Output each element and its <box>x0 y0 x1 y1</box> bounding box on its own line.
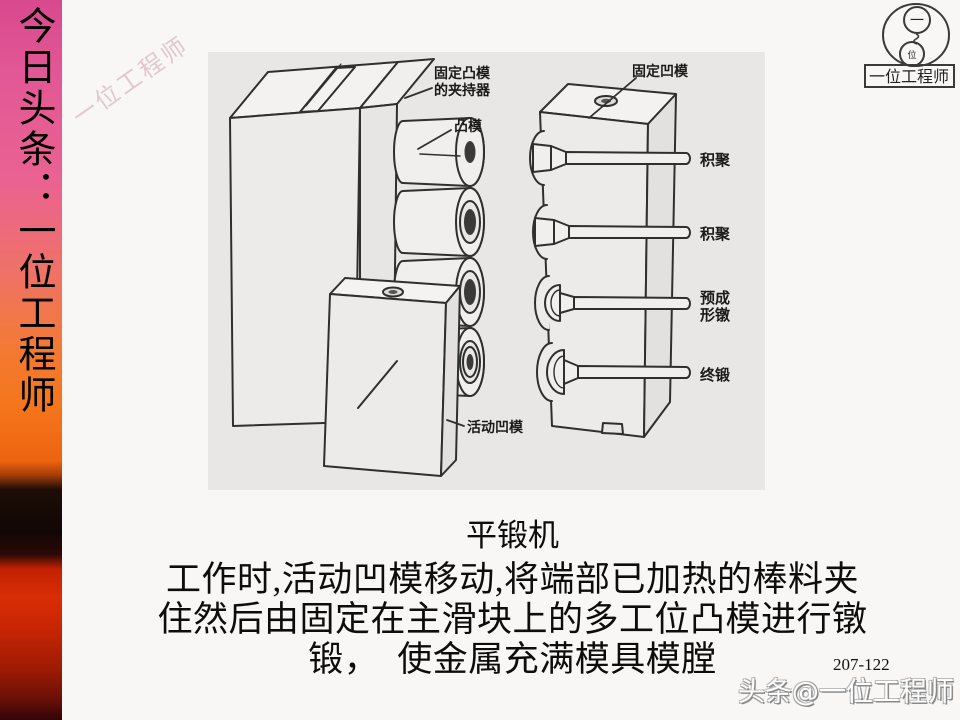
engineer-logo: 一 位 一位工程师 <box>856 2 958 90</box>
logo-top-circle-icon <box>903 6 931 34</box>
bottom-watermark: 头条@一位工程师 <box>738 677 954 708</box>
fixed-die-block <box>539 83 677 438</box>
caption-block: 平锻机 工作时,活动凹模移动,将端部已加热的棒料夹 住然后由固定在主滑块上的多工… <box>65 518 960 680</box>
caption-title: 平锻机 <box>466 518 559 553</box>
label-stage1: 积聚 <box>700 151 731 169</box>
logo-box <box>864 64 955 88</box>
sunset-sidebar: 今日头条：一位工程师 <box>0 0 62 720</box>
logo-top-char: 一 <box>910 13 924 29</box>
label-fixed-die: 固定凹模 <box>632 63 689 80</box>
movable-die-block <box>323 277 461 477</box>
forging-machine-diagram: 固定凸模 的夹持器 凸模 活动凹模 固定凹模 积聚 积聚 预成 形镦 终锻 <box>208 52 765 490</box>
logo-box-label: 一位工程师 <box>869 67 949 86</box>
label-stage2: 积聚 <box>700 225 731 243</box>
caption-line-3: 锻， 使金属充满模具模膛 <box>308 640 717 679</box>
logo-bottom-char: 位 <box>907 49 916 61</box>
label-stage4: 终锻 <box>700 366 730 384</box>
sidebar-vertical-title: 今日头条：一位工程师 <box>12 6 54 416</box>
leader-lines <box>404 77 637 427</box>
label-stage3-line1: 预成 <box>700 289 730 307</box>
workpiece-bars <box>529 130 691 402</box>
logo-squiggle-icon <box>912 33 920 45</box>
caption-line-1: 工作时,活动凹模移动,将端部已加热的棒料夹 <box>165 560 859 599</box>
page-number: 207-122 <box>833 655 890 674</box>
label-stage3-line2: 形镦 <box>700 306 731 324</box>
label-punch-holder-line2: 的夹持器 <box>434 82 491 99</box>
label-punch: 凸模 <box>454 118 483 135</box>
label-punch-holder-line1: 固定凸模 <box>434 65 491 82</box>
caption-line-2: 住然后由固定在主滑块上的多工位凸模进行镦 <box>157 600 868 639</box>
diagonal-watermark: 一位工程师 <box>67 30 195 132</box>
label-movable-die: 活动凹模 <box>467 419 524 436</box>
